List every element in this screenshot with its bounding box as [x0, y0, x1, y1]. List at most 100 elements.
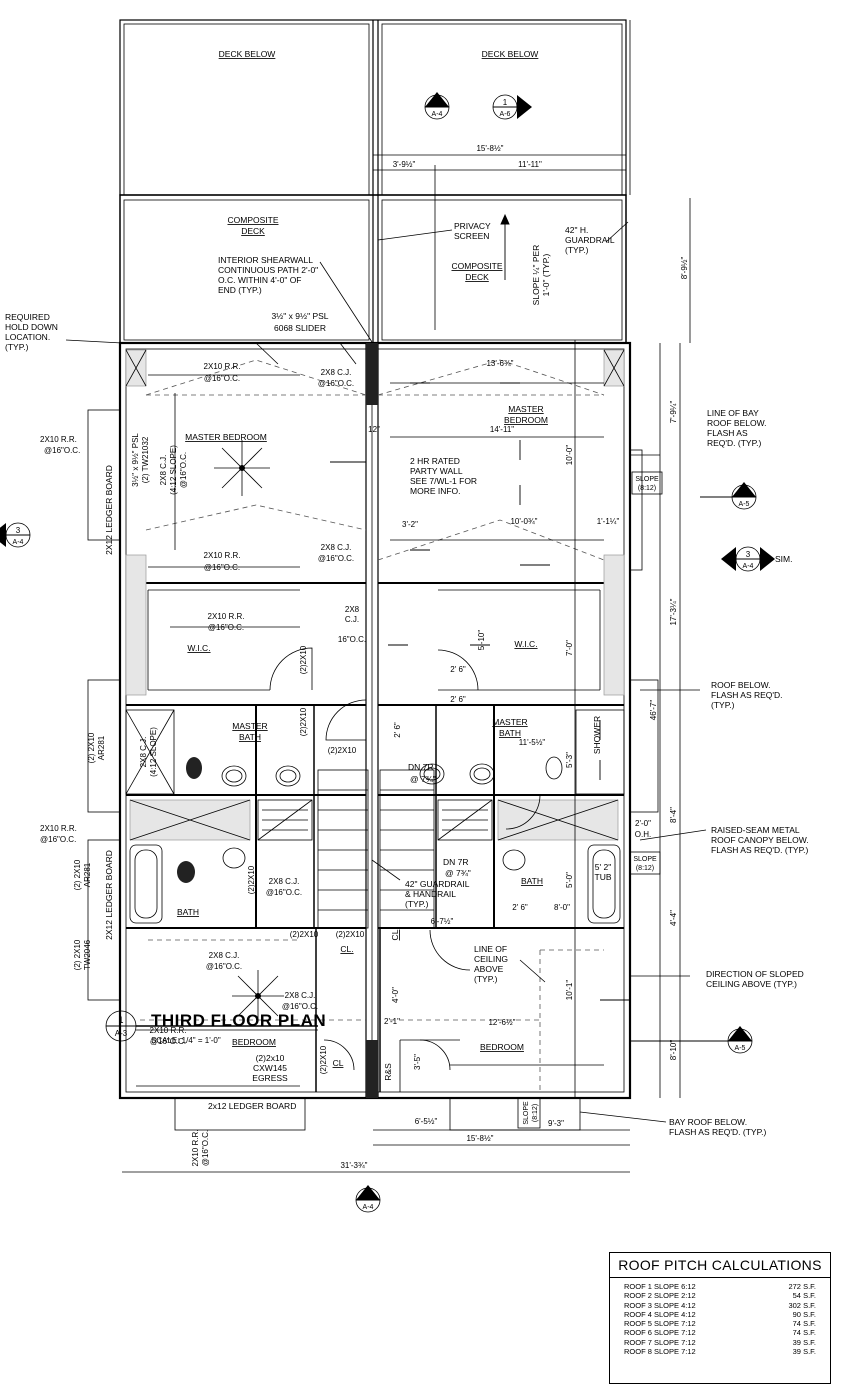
- note-ceiling-line: LINE OF: [474, 944, 507, 954]
- note-stair-down-upper-2: @ 7¾": [410, 774, 436, 784]
- dim-bay-left: 6'-5½": [415, 1117, 438, 1126]
- framing-psl-vertical: 3½" x 9½" PSL: [131, 433, 140, 487]
- room-composite-deck-left: COMPOSITE: [227, 215, 278, 225]
- bay-elements: [87, 349, 659, 1131]
- note-raised-seam: RAISED-SEAM METAL: [711, 825, 800, 835]
- framing-header-ar-lower: (2) 2X10: [73, 859, 82, 890]
- marker-num: 2: [742, 488, 747, 497]
- roof-pitch-area: 74 S.F.: [792, 1328, 816, 1338]
- roof-pitch-area: 39 S.F.: [792, 1337, 816, 1347]
- direction-arrows: [330, 213, 630, 1001]
- room-master-bath-right: MASTER: [492, 717, 527, 727]
- roof-pitch-label: ROOF 1 SLOPE 6:12: [624, 1282, 696, 1291]
- note-slider: 6068 SLIDER: [274, 323, 326, 333]
- framing-joist-bath: 2X8 C.J.: [139, 737, 148, 768]
- framing-rafter: 2X10 R.R.: [204, 362, 241, 371]
- room-closet-1: CL.: [340, 944, 353, 954]
- framing-joist-lower: 2X8 C.J.: [269, 877, 300, 886]
- framing-psl-vertical-2: (2) TW21032: [141, 436, 150, 483]
- dim-unit-width: 15'-8½": [466, 1134, 493, 1143]
- framing-joist-lower-2: @16"O.C.: [266, 888, 302, 897]
- dim-hall-width: 6'-7½": [431, 917, 454, 926]
- dim-bath-width: 11'-5½": [519, 738, 546, 747]
- framing-header-ar-lower-2: AR281: [83, 862, 92, 887]
- roof-pitch-row: ROOF 1 SLOPE 6:12 272 S.F.: [610, 1282, 830, 1291]
- framing-joist-bedroom: 2X8 C.J.: [209, 951, 240, 960]
- roof-pitch-label: ROOF 8 SLOPE 7:12: [624, 1347, 696, 1357]
- room-bath-right: BATH: [521, 876, 543, 886]
- room-closet-3: CL: [390, 929, 400, 940]
- framing-header-tw: (2) 2X10: [73, 939, 82, 970]
- dim-bath-depth-2: 5'-0": [565, 872, 574, 888]
- room-composite-deck-right-2: DECK: [465, 272, 489, 282]
- marker-sheet: A-6: [500, 111, 511, 118]
- note-party-wall: 2 HR RATED: [410, 456, 460, 466]
- room-master-bedroom-left: MASTER BEDROOM: [185, 432, 267, 442]
- dim-stair-depth: 8'-4": [669, 807, 678, 823]
- framing-joist-slope: 2X8 C.J.: [159, 455, 168, 486]
- dim-wic-depth-2: 7'-0": [565, 640, 574, 656]
- room-master-bath-left-2: BATH: [239, 732, 261, 742]
- roof-pitch-label: ROOF 3 SLOPE 4:12: [624, 1300, 696, 1310]
- dim-overhang-label: O.H.: [635, 830, 651, 839]
- dim-master-width-3: 10'-0¾": [510, 517, 537, 526]
- slope-tag-value: (8:12): [638, 485, 656, 492]
- framing-rafter-bedroom: 2X10 R.R.: [150, 1026, 187, 1035]
- dim-deck-width: 15'-8½": [476, 144, 503, 153]
- note-bay-roof-below: BAY ROOF BELOW.: [669, 1117, 747, 1127]
- framing-header: (2)2X10: [290, 930, 319, 939]
- note-ledger-top: 2x12 LEDGER BOARD: [208, 1101, 296, 1111]
- note-stair-down-upper: DN 7R: [408, 762, 434, 772]
- dim-bay-depth: 7'-9¼": [669, 401, 678, 424]
- drawing-title: THIRD FLOOR PLAN: [151, 1011, 327, 1030]
- framing-rafter-bottom-2: @16"O.C.: [201, 1130, 210, 1166]
- note-party-wall-2: PARTY WALL: [410, 466, 463, 476]
- fixtures: [177, 440, 563, 1022]
- building-walls: [118, 341, 632, 1100]
- title-marker: 1 A-3: [105, 1010, 318, 1042]
- framing-header: (2)2X10: [299, 707, 308, 736]
- slope-tag: SLOPE (8:12): [517, 1097, 541, 1129]
- framing-rafter-outside: 2X10 R.R.: [40, 435, 77, 444]
- framing-rafter-lower-2: @16"O.C.: [40, 835, 76, 844]
- note-shearwall-3: O.C. WITHIN 4'-0" OF: [218, 275, 302, 285]
- dim-deck-depth: 8'-9½": [680, 257, 689, 280]
- note-rod-shelf: R&S: [383, 1063, 393, 1081]
- note-party-wall-3: SEE 7/WL-1 FOR: [410, 476, 477, 486]
- slope-tag: SLOPE (8:12): [629, 851, 661, 875]
- dim-master-width: 13'-6¾": [486, 359, 513, 368]
- section-marker-1-a5: 1 A-5: [630, 1026, 753, 1054]
- roof-pitch-area: 272 S.F.: [788, 1282, 816, 1291]
- marker-sheet: A-5: [739, 501, 750, 508]
- room-deck-below-right: DECK BELOW: [482, 49, 539, 59]
- note-shearwall: INTERIOR SHEARWALL: [218, 255, 313, 265]
- room-master-bedroom-right: MASTER: [508, 404, 543, 414]
- dim-closet-width-2: 2'-1": [384, 1017, 400, 1026]
- note-hold-down-2: HOLD DOWN: [5, 322, 58, 332]
- dim-bedroom-depth-2: 8'-10": [669, 1040, 678, 1061]
- framing-rafter-outside-2: @16"O.C.: [44, 446, 80, 455]
- deck-below-area: [119, 19, 631, 196]
- room-bedroom-left: BEDROOM: [232, 1037, 276, 1047]
- roof-pitch-label: ROOF 4 SLOPE 4:12: [624, 1309, 696, 1319]
- roof-pitch-label: ROOF 2 SLOPE 2:12: [624, 1291, 696, 1301]
- marker-num: 3: [746, 550, 751, 559]
- framing-joist-mid: 2X8 C.J.: [321, 543, 352, 552]
- note-ledger-left-2: 2X12 LEDGER BOARD: [104, 850, 114, 940]
- room-master-bedroom-right-2: BEDROOM: [504, 415, 548, 425]
- note-egress-3: EGRESS: [252, 1073, 288, 1083]
- note-guardrail-handrail-2: & HANDRAIL: [405, 889, 456, 899]
- section-marker-1-a4-bottom: 1 A-4: [355, 1185, 381, 1213]
- note-party-wall-4: MORE INFO.: [410, 486, 461, 496]
- note-raised-seam-2: ROOF CANOPY BELOW.: [711, 835, 809, 845]
- note-bay-roof: LINE OF BAY: [707, 408, 759, 418]
- roof-pitch-rows: ROOF 1 SLOPE 6:12 272 S.F. ROOF 2 SLOPE 2:…: [610, 1278, 830, 1356]
- note-bay-roof-3: FLASH AS: [707, 428, 748, 438]
- stairs: [257, 769, 493, 929]
- note-guardrail-handrail-3: (TYP.): [405, 899, 429, 909]
